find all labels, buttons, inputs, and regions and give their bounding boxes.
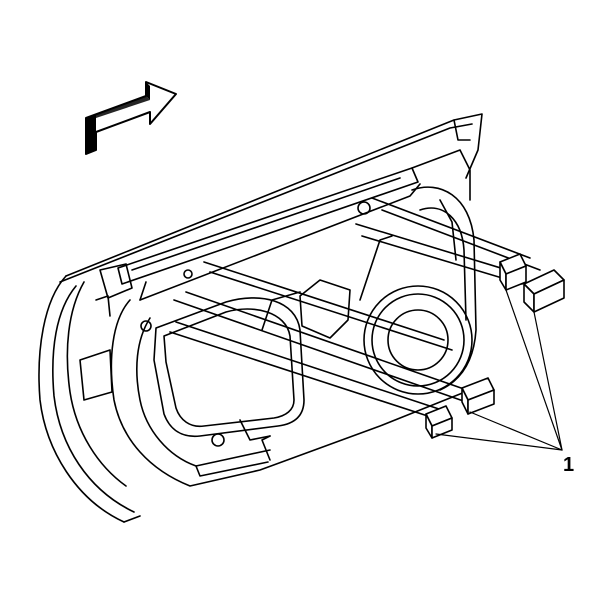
- direction-arrow-icon: [85, 81, 177, 155]
- insulator-pad-lines: [169, 197, 541, 421]
- inner-panel: [79, 186, 477, 487]
- window-frame: [99, 149, 471, 301]
- callout-label-1: 1: [563, 454, 575, 476]
- insulator-pads: [425, 253, 565, 439]
- callout-leaders: [435, 289, 563, 451]
- door-outer-shell: [38, 113, 483, 523]
